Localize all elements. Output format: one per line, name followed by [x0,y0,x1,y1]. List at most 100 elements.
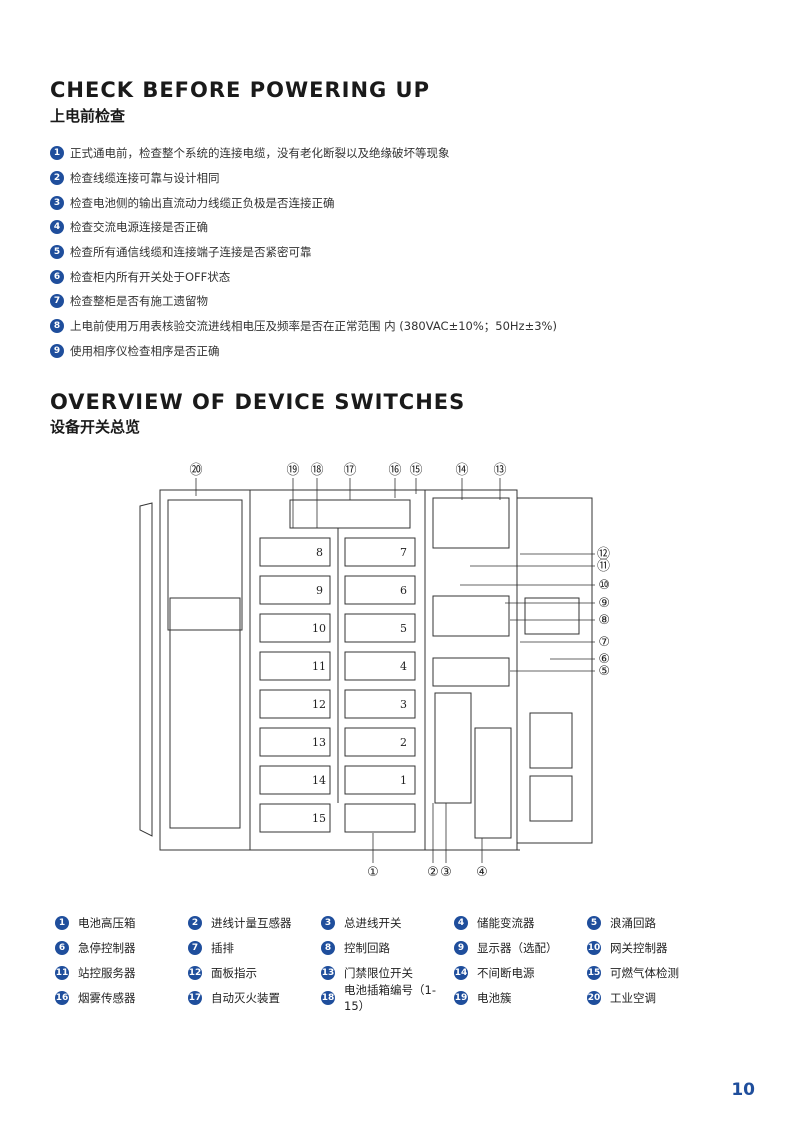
callout-label: ② [427,865,439,880]
box-number: 1 [400,774,407,787]
callout-label: ⑥ [598,652,610,667]
fire-suppression [289,499,411,529]
box-number: 2 [400,736,407,749]
left-door [139,502,153,837]
number-badge: 4 [454,915,468,930]
legend-label: 工业空调 [610,990,656,1005]
box-number: 11 [312,660,326,673]
number-badge: 15 [587,965,601,980]
number-badge: 7 [188,940,202,955]
legend-label: 自动灭火装置 [211,990,280,1005]
number-badge: 12 [188,965,202,980]
legend-label: 显示器（选配） [477,940,558,955]
page-number: 10 [731,1080,755,1100]
check-item: 9 使用相序仪检查相序是否正确 [50,339,557,364]
box-number: 4 [400,660,407,673]
cabinet-diagram: 8 9 10 11 12 13 14 15 7 6 5 4 3 2 1 ⑳ ⑲ … [139,463,610,880]
number-badge: 4 [50,220,64,235]
number-badge: 6 [55,940,69,955]
number-badge: 5 [587,915,601,930]
legend-item: 17 自动灭火装置 [188,990,321,1006]
legend-item: 9 显示器（选配） [454,940,587,956]
legend-label: 门禁限位开关 [344,965,413,980]
control-circuit [432,595,510,637]
check-item-text: 检查柜内所有开关处于OFF状态 [70,269,231,284]
callout-label: ④ [476,865,488,880]
box-number: 10 [312,622,326,635]
box-number: 3 [400,698,407,711]
number-badge: 6 [50,269,64,284]
callout-label: ⑮ [409,463,422,478]
callout-label: ⑭ [455,463,468,478]
legend-item: 8 控制回路 [321,940,454,956]
legend-label: 面板指示 [211,965,257,980]
check-item-text: 检查整柜是否有施工遗留物 [70,294,208,309]
number-badge: 17 [188,990,202,1005]
legend-label: 插排 [211,940,234,955]
number-badge: 8 [321,940,335,955]
display-screen [524,597,580,635]
number-badge: 10 [587,940,601,955]
legend-label: 可燃气体检测 [610,965,679,980]
right-door [516,497,593,844]
number-badge: 20 [587,990,601,1005]
section1-title-cn: 上电前检查 [50,107,126,125]
callout-label: ⑳ [189,463,202,478]
number-badge: 8 [50,319,64,334]
callout-label: ⑤ [598,664,610,679]
check-item-text: 检查电池侧的输出直流动力线缆正负极是否连接正确 [70,195,335,210]
legend-label: 电池簇 [477,990,512,1005]
number-badge: 16 [55,990,69,1005]
box-number: 14 [312,774,326,787]
number-badge: 18 [321,990,335,1005]
ups-unit [432,497,510,549]
section2-title-cn: 设备开关总览 [50,418,141,436]
number-badge: 1 [50,146,64,161]
legend-label: 电池高压箱 [78,915,136,930]
check-item: 3 检查电池侧的输出直流动力线缆正负极是否连接正确 [50,190,557,215]
callout-label: ⑪ [597,559,610,574]
check-item-text: 使用相序仪检查相序是否正确 [70,343,220,358]
vent-grille [529,712,573,769]
number-badge: 3 [50,195,64,210]
surge-circuit [432,657,510,687]
number-badge: 9 [454,940,468,955]
legend-label: 控制回路 [344,940,390,955]
callout-label: ⑧ [598,613,610,628]
number-badge: 7 [50,294,64,309]
air-conditioner [167,499,243,631]
legend-label: 烟雾传感器 [78,990,136,1005]
main-switch [434,692,472,804]
legend-label: 不间断电源 [477,965,535,980]
number-badge: 3 [321,915,335,930]
box-number: 9 [316,584,323,597]
pcs-unit [474,727,512,839]
check-item-text: 检查交流电源连接是否正确 [70,220,208,235]
check-item-text: 检查所有通信线缆和连接端子连接是否紧密可靠 [70,245,312,260]
callout-label: ⑯ [388,463,401,478]
box-number: 5 [400,622,407,635]
legend-label: 网关控制器 [610,940,668,955]
check-item: 4 检查交流电源连接是否正确 [50,215,557,240]
box-number: 6 [400,584,407,597]
check-item: 6 检查柜内所有开关处于OFF状态 [50,264,557,289]
number-badge: 13 [321,965,335,980]
callout-label: ⑫ [597,547,610,562]
number-badge: 9 [50,343,64,358]
legend-item: 15 可燃气体检测 [587,965,720,981]
legend-item: 13 门禁限位开关 [321,965,454,981]
callout-label: ⑦ [598,635,610,650]
callout-label: ⑬ [493,463,506,478]
legend-item: 16 烟雾传感器 [55,990,188,1006]
